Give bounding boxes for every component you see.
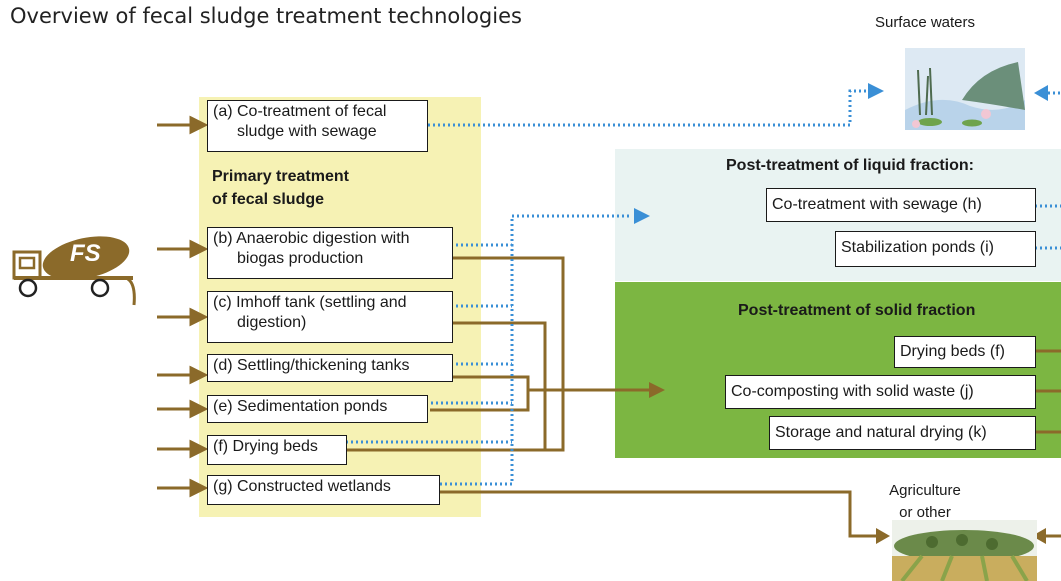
primary-c-line2: digestion) — [237, 314, 307, 331]
primary-b-line1: (b) Anaerobic digestion with — [213, 230, 410, 247]
solid-j-box: Co-composting with solid waste (j) — [725, 375, 1036, 409]
primary-a-line2: sludge with sewage — [237, 123, 377, 140]
primary-b-box: (b) Anaerobic digestion with biogas prod… — [207, 227, 453, 279]
primary-c-box: (c) Imhoff tank (settling and digestion) — [207, 291, 453, 343]
truck-label: FS — [70, 240, 101, 267]
liquid-h-box: Co-treatment with sewage (h) — [766, 188, 1036, 222]
solid-k-box: Storage and natural drying (k) — [769, 416, 1036, 450]
agriculture-label-line2: or other — [899, 504, 951, 521]
primary-a-box: (a) Co-treatment of fecal sludge with se… — [207, 100, 428, 152]
fecal-sludge-truck-icon — [12, 236, 136, 306]
primary-a-line1: (a) Co-treatment of fecal — [213, 103, 387, 120]
primary-d-box: (d) Settling/thickening tanks — [207, 354, 453, 382]
primary-c-line1: (c) Imhoff tank (settling and — [213, 294, 407, 311]
solid-f-box: Drying beds (f) — [894, 336, 1036, 368]
page-title: Overview of fecal sludge treatment techn… — [10, 4, 522, 28]
input-arrows — [157, 115, 209, 498]
primary-g-box: (g) Constructed wetlands — [207, 475, 440, 505]
primary-heading-line1: Primary treatment — [212, 168, 349, 185]
solid-heading: Post-treatment of solid fraction — [738, 302, 976, 319]
agriculture-field-icon — [892, 520, 1037, 581]
surface-waters-icon — [905, 48, 1025, 130]
primary-f-box: (f) Drying beds — [207, 435, 347, 465]
surface-waters-label: Surface waters — [874, 14, 976, 31]
liquid-i-box: Stabilization ponds (i) — [835, 231, 1036, 267]
primary-b-line2: biogas production — [237, 250, 364, 267]
primary-e-box: (e) Sedimentation ponds — [207, 395, 428, 423]
solid-flow-lines — [346, 256, 1061, 538]
liquid-flow-lines — [346, 89, 1061, 486]
primary-heading-line2: of fecal sludge — [212, 191, 325, 208]
agriculture-label-line1: Agriculture — [889, 482, 961, 499]
liquid-heading: Post-treatment of liquid fraction: — [726, 157, 974, 174]
